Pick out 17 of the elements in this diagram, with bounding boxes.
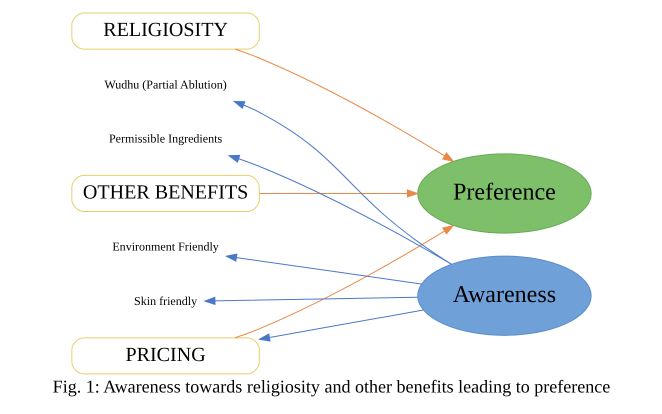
caption: Fig. 1: Awareness towards religiosity and other benefits leading to preference <box>52 376 610 396</box>
arrow <box>234 48 454 162</box>
arrow <box>258 309 423 342</box>
node-text: Wudhu (Partial Ablution) <box>104 76 226 91</box>
node-text: Environment Friendly <box>112 239 218 254</box>
node-text: Permissible Ingredients <box>108 130 222 145</box>
arrow <box>259 188 418 198</box>
node-box: PRICING <box>70 336 260 374</box>
arrow <box>234 224 454 338</box>
node-box: OTHER BENEFITS <box>70 174 260 212</box>
node-box: RELIGIOSITY <box>70 12 260 50</box>
arrow <box>232 100 451 264</box>
node-text: Skin friendly <box>134 293 197 308</box>
arrow <box>202 296 417 305</box>
node-ellipse: Awareness <box>416 255 592 336</box>
arrow <box>224 252 421 284</box>
arrow <box>227 154 452 264</box>
